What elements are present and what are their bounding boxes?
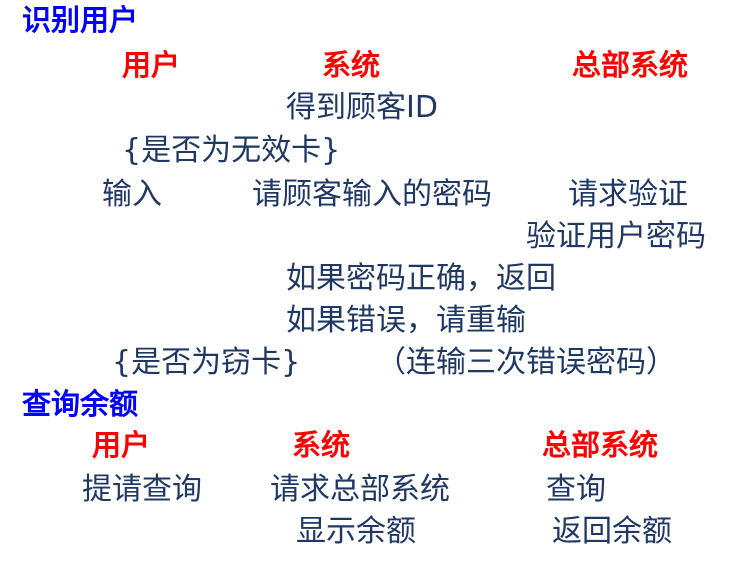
step-query: 查询 [546, 472, 606, 507]
step-request-password: 请顾客输入的密码 [252, 177, 492, 212]
step-request-verification: 请求验证 [568, 177, 688, 212]
section-title-query-balance: 查询余额 [22, 387, 139, 421]
step-if-wrong-retry: 如果错误，请重输 [286, 303, 526, 338]
note-three-wrong-passwords: （连输三次错误密码） [376, 345, 676, 380]
section-title-identify-user: 识别用户 [22, 3, 139, 37]
step-if-correct-return: 如果密码正确，返回 [286, 261, 556, 296]
step-request-query: 提请查询 [82, 472, 202, 507]
step-get-customer-id: 得到顾客ID [286, 90, 438, 125]
step-display-balance: 显示余额 [296, 514, 416, 549]
step-verify-password: 验证用户密码 [526, 219, 706, 254]
column-header-user-2: 用户 [92, 428, 151, 462]
step-input: 输入 [102, 177, 162, 212]
check-invalid-card: {是否为无效卡} [122, 133, 341, 168]
column-header-system-2: 系统 [292, 428, 351, 462]
column-header-hq-system: 总部系统 [572, 48, 689, 82]
check-stolen-card: {是否为窃卡} [112, 345, 301, 380]
column-header-system: 系统 [322, 48, 381, 82]
column-header-hq-system-2: 总部系统 [542, 428, 659, 462]
column-header-user: 用户 [122, 48, 181, 82]
step-return-balance: 返回余额 [552, 514, 672, 549]
step-request-hq-system: 请求总部系统 [270, 472, 450, 507]
